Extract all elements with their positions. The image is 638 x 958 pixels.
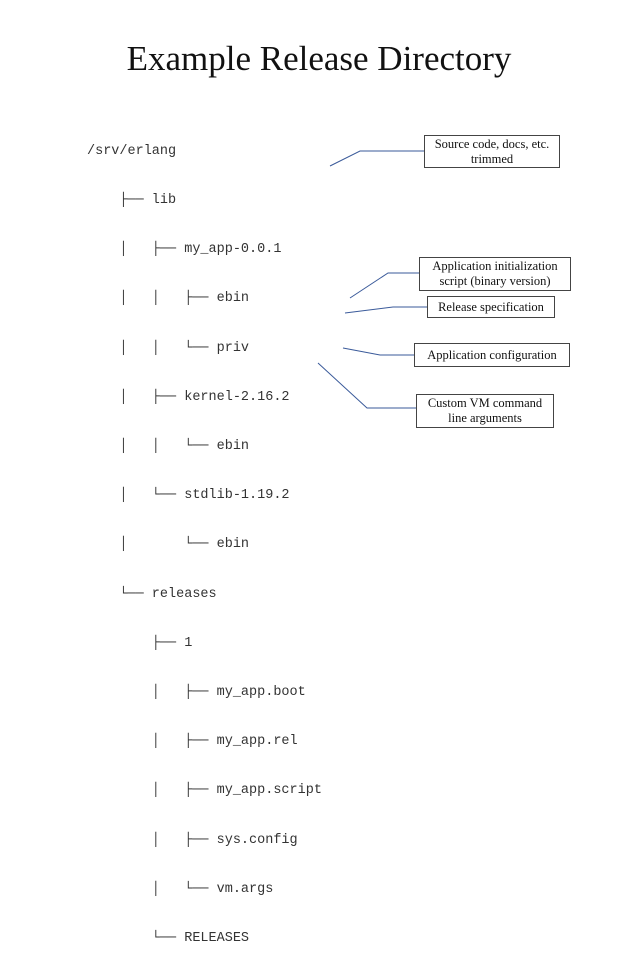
callout-app-config: Application configuration — [414, 343, 570, 367]
connector-rel — [344, 306, 428, 314]
connector-vmargs — [317, 362, 417, 409]
tree-line-my-app-boot: │ ├── my_app.boot — [87, 685, 306, 701]
tree-line-my-app-rel: │ ├── my_app.rel — [87, 734, 298, 750]
tree-line-vm-args: │ └── vm.args — [87, 881, 274, 897]
connector-config — [342, 347, 415, 356]
tree-line-my-app-script: │ ├── my_app.script — [87, 783, 322, 799]
callout-release-spec: Release specification — [427, 296, 555, 318]
tree-line-srv-erlang: /srv/erlang — [87, 143, 177, 159]
tree-line-my-app-priv: │ │ └── priv — [87, 340, 250, 356]
tree-line-releases: └── releases — [87, 586, 217, 602]
tree-line-sys-config: │ ├── sys.config — [87, 832, 298, 848]
connector-boot — [349, 272, 420, 299]
connector-source — [329, 150, 425, 167]
tree-line-releases-file: └── RELEASES — [87, 931, 250, 947]
callout-boot-script: Application initialization script (binar… — [419, 257, 571, 291]
callout-vm-args: Custom VM command line arguments — [416, 394, 554, 428]
tree-line-my-app: │ ├── my_app-0.0.1 — [87, 242, 282, 258]
tree-line-kernel: │ ├── kernel-2.16.2 — [87, 389, 290, 405]
slide: Example Release Directory /srv/erlang ├─… — [87, 39, 571, 946]
tree-line-stdlib: │ └── stdlib-1.19.2 — [87, 488, 290, 504]
callout-source-code: Source code, docs, etc. trimmed — [424, 135, 560, 168]
tree-line-lib: ├── lib — [87, 193, 177, 209]
tree-line-release-1: ├── 1 — [87, 635, 193, 651]
tree-line-stdlib-ebin: │ └── ebin — [87, 537, 250, 553]
callout-connectors — [317, 150, 428, 409]
tree-line-my-app-ebin: │ │ ├── ebin — [87, 291, 250, 307]
tree-line-kernel-ebin: │ │ └── ebin — [87, 439, 250, 455]
slide-title: Example Release Directory — [126, 39, 512, 78]
